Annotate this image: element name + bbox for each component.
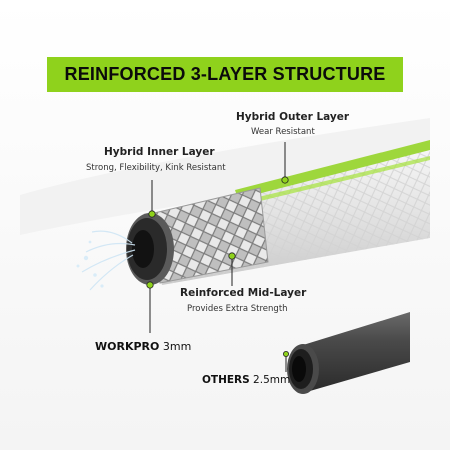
outer-layer-subtitle: Wear Resistant: [251, 127, 315, 137]
mid-layer-subtitle: Provides Extra Strength: [187, 304, 288, 314]
mid-layer-title: Reinforced Mid-Layer: [180, 287, 307, 299]
workpro-brand: WORKPRO: [95, 340, 160, 353]
page-title: REINFORCED 3-LAYER STRUCTURE: [64, 64, 386, 84]
title-banner: REINFORCED 3-LAYER STRUCTURE: [47, 57, 403, 92]
inner-layer-subtitle: Strong, Flexibility, Kink Resistant: [86, 163, 226, 173]
workpro-value: 3mm: [162, 340, 192, 353]
inner-layer-title: Hybrid Inner Layer: [104, 146, 215, 158]
others-thickness: OTHERS 2.5mm: [202, 374, 290, 386]
workpro-thickness: WORKPRO 3mm: [95, 340, 191, 353]
main-hose: [76, 140, 430, 291]
callout-lines: [146, 142, 289, 372]
others-pipe: [287, 312, 410, 394]
others-brand: OTHERS: [202, 374, 250, 386]
others-value: 2.5mm: [253, 374, 291, 386]
outer-layer-title: Hybrid Outer Layer: [236, 111, 350, 123]
